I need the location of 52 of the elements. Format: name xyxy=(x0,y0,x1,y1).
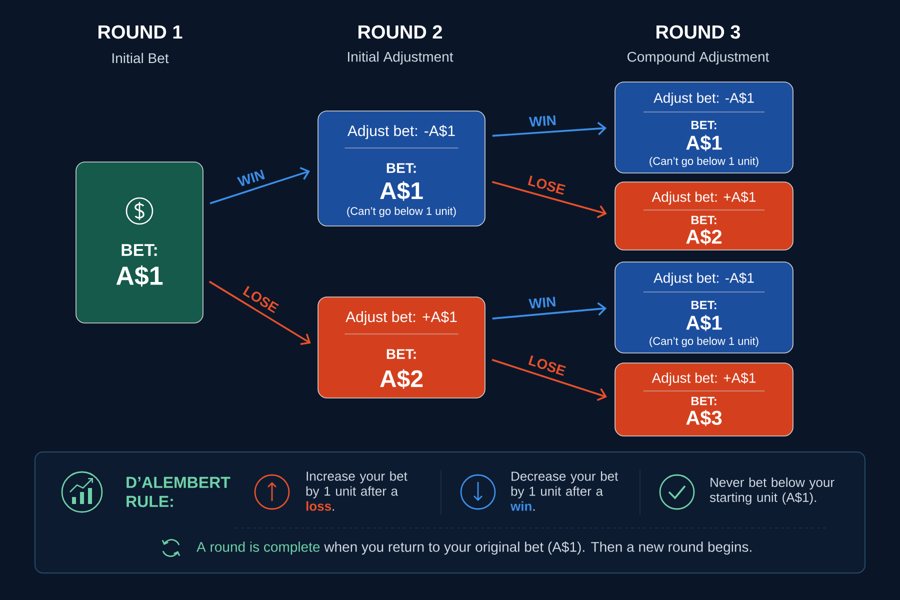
round-subtitle: Initial Adjustment xyxy=(348,51,454,65)
bet-box xyxy=(614,362,794,436)
bet-amount: A$1 xyxy=(686,134,722,152)
adjustment-text: Adjust bet: +A$1 xyxy=(652,372,756,386)
arrow xyxy=(210,167,310,204)
adjustment-text: Adjust bet: -A$1 xyxy=(347,124,455,140)
bet-label: BET: xyxy=(691,120,716,130)
round-heading: ROUND 3 xyxy=(656,25,740,39)
edge-label: WIN xyxy=(528,115,556,127)
note-text: (Can’t go below 1 unit) xyxy=(650,336,758,348)
arrow xyxy=(208,280,311,345)
adjustment-text: Adjust bet: +A$1 xyxy=(346,310,457,326)
edge-label: LOSE xyxy=(528,355,566,376)
note-text: A round is complete when you return to your original bet (A$1). Then a new round begins. xyxy=(196,541,752,555)
bet-amount: A$1 xyxy=(116,265,163,287)
bet-box xyxy=(614,262,794,354)
round-heading: ROUND 2 xyxy=(358,25,442,39)
bet-label: BET: xyxy=(691,396,716,406)
bet-label: BET: xyxy=(691,300,716,310)
round-subtitle: Initial Bet xyxy=(112,52,169,64)
adjustment-text: Adjust bet: -A$1 xyxy=(654,92,754,106)
note-text: (Can’t go below 1 unit) xyxy=(347,206,456,218)
arrow xyxy=(492,181,607,218)
edge-label: WIN xyxy=(528,296,556,308)
bet-amount: A$3 xyxy=(686,410,722,426)
note-text: (Can’t go below 1 unit) xyxy=(650,156,758,168)
rule-text: Never bet below your starting unit (A$1). xyxy=(710,477,834,505)
edge-label: LOSE xyxy=(528,176,566,195)
rule-heading: D’ALEMBERT RULE: xyxy=(126,476,230,508)
bet-box xyxy=(76,162,204,324)
arrow xyxy=(492,122,607,137)
adjustment-text: Adjust bet: -A$1 xyxy=(654,272,754,286)
bet-amount: A$1 xyxy=(380,181,423,201)
bet-amount: A$1 xyxy=(686,314,722,332)
adjustment-text: Adjust bet: +A$1 xyxy=(652,191,756,205)
arrow xyxy=(492,302,607,320)
bet-label: BET: xyxy=(386,163,416,173)
bet-label: BET: xyxy=(691,216,716,224)
bet-box xyxy=(318,110,486,226)
edge-label: WIN xyxy=(236,170,265,186)
round-heading: ROUND 1 xyxy=(98,25,182,39)
bet-box xyxy=(614,82,794,174)
bet-box xyxy=(614,182,794,250)
rule-text: Decrease your bet by 1 unit after a win. xyxy=(510,471,618,511)
bet-label: BET: xyxy=(122,244,157,256)
bet-amount: A$2 xyxy=(686,228,722,246)
bet-box xyxy=(318,296,486,398)
bet-amount: A$2 xyxy=(380,369,423,389)
bet-label: BET: xyxy=(386,349,416,359)
round-subtitle: Compound Adjustment xyxy=(628,51,770,65)
arrow xyxy=(492,358,607,401)
rule-text: Increase your bet by 1 unit after a loss. xyxy=(306,471,408,511)
